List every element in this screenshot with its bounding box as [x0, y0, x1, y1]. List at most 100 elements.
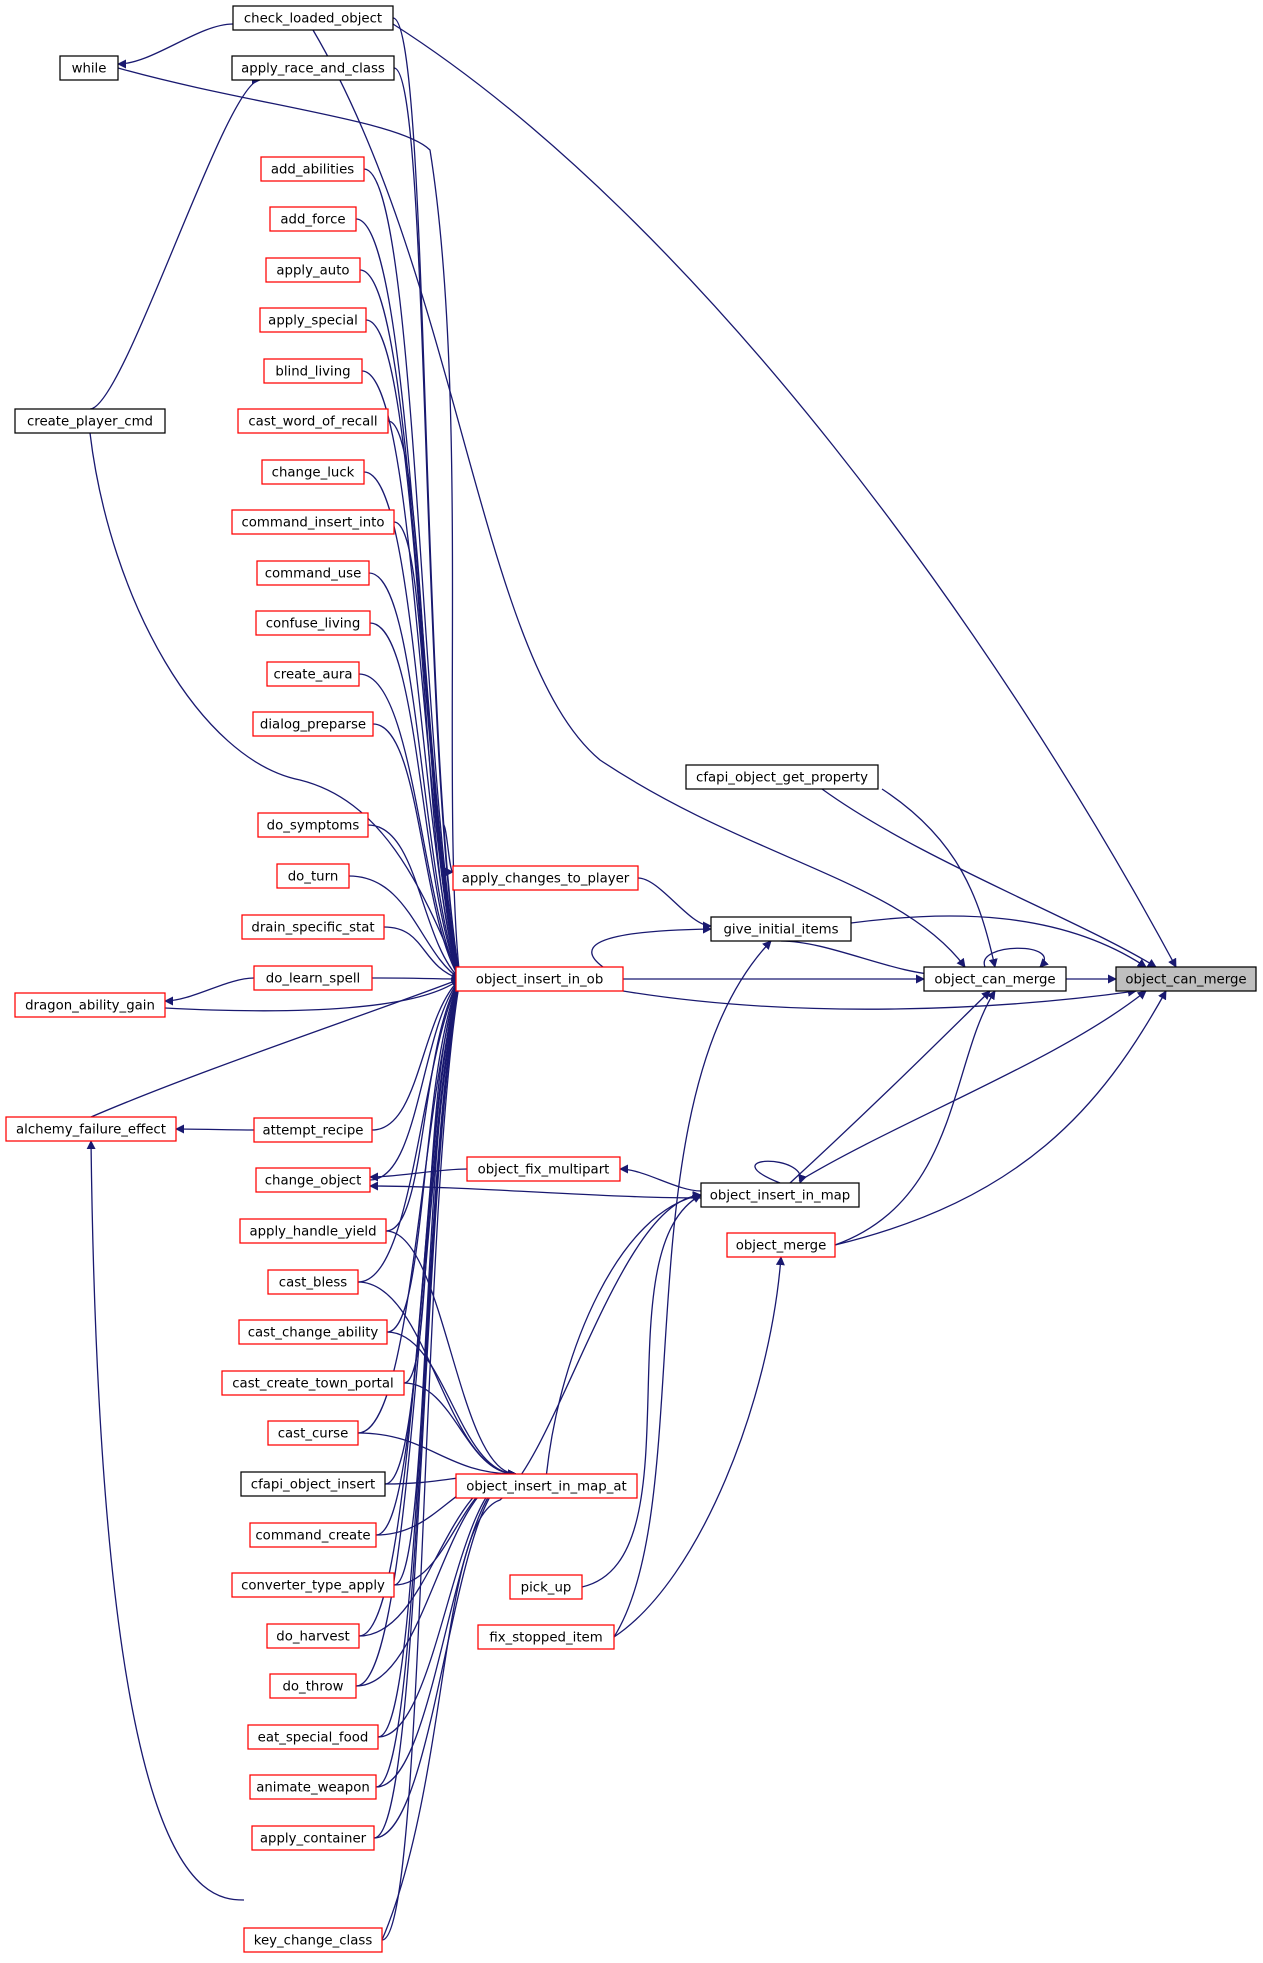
- edge-do_throw-to-object-insert-in-ob: [355, 978, 463, 1687]
- node-apply-handle-yield[interactable]: apply_handle_yield: [239, 1218, 387, 1244]
- node-do-turn[interactable]: do_turn: [276, 863, 350, 889]
- node-label: fix_stopped_item: [489, 1631, 602, 1646]
- edge-do_harvest-to-object-insert-in-ob: [358, 978, 463, 1637]
- node-create-aura[interactable]: create_aura: [266, 661, 360, 687]
- node-box: [255, 610, 371, 636]
- node-command-create[interactable]: command_create: [249, 1522, 377, 1548]
- node-give-initial-items[interactable]: give_initial_items: [710, 916, 852, 942]
- node-box: [509, 1574, 583, 1600]
- node-key-change-class[interactable]: key_change_class: [243, 1927, 383, 1953]
- node-object-can-merge-focus[interactable]: object_can_merge: [1115, 966, 1257, 992]
- node-label: create_aura: [273, 668, 352, 683]
- node-object-merge[interactable]: object_merge: [726, 1232, 836, 1258]
- node-while[interactable]: while: [59, 55, 119, 81]
- node-drain-specific-stat[interactable]: drain_specific_stat: [241, 914, 385, 940]
- node-apply-race-and-class[interactable]: apply_race_and_class: [231, 55, 395, 81]
- node-box: [251, 1825, 375, 1851]
- node-label: converter_type_apply: [241, 1579, 385, 1594]
- node-box: [253, 1117, 373, 1143]
- node-blind-living[interactable]: blind_living: [263, 358, 363, 384]
- node-cast-change-ability[interactable]: cast_change_ability: [238, 1319, 388, 1345]
- node-box: [265, 257, 361, 283]
- node-label: give_initial_items: [723, 923, 838, 938]
- node-box: [249, 1774, 377, 1800]
- node-box: [231, 55, 395, 81]
- node-cast-word-of-recall[interactable]: cast_word_of_recall: [237, 408, 389, 434]
- node-dragon-ability-gain[interactable]: dragon_ability_gain: [14, 992, 166, 1018]
- node-cast-create-town-portal[interactable]: cast_create_town_portal: [221, 1370, 405, 1396]
- edge-object-insert-in-map-at-to-object-insert-in-map: [545, 1192, 702, 1475]
- node-label: cfapi_object_insert: [251, 1478, 375, 1493]
- node-cfapi-object-insert[interactable]: cfapi_object_insert: [240, 1471, 386, 1497]
- node-label: object_can_merge: [934, 973, 1055, 988]
- node-cast-curse[interactable]: cast_curse: [267, 1420, 359, 1446]
- node-attempt-recipe[interactable]: attempt_recipe: [253, 1117, 373, 1143]
- node-box: [466, 1156, 621, 1182]
- node-object-insert-in-map[interactable]: object_insert_in_map: [700, 1182, 860, 1208]
- node-box: [455, 1473, 638, 1499]
- node-apply-changes-to-player[interactable]: apply_changes_to_player: [452, 865, 639, 891]
- node-confuse-living[interactable]: confuse_living: [255, 610, 371, 636]
- node-label: dialog_preparse: [260, 718, 366, 733]
- edge-cast_bless-to-object-insert-in-ob: [357, 978, 461, 1283]
- node-cfapi-object-get-property[interactable]: cfapi_object_get_property: [685, 764, 879, 790]
- node-add-force[interactable]: add_force: [269, 206, 357, 232]
- edge-command_use-to-object-insert-in-ob: [368, 572, 462, 980]
- node-do-harvest[interactable]: do_harvest: [266, 1623, 360, 1649]
- node-label: alchemy_failure_effect: [16, 1123, 166, 1138]
- node-label: apply_container: [260, 1832, 367, 1847]
- node-label: change_object: [265, 1174, 362, 1189]
- node-create-player-cmd[interactable]: create_player_cmd: [14, 408, 166, 434]
- node-label: object_merge: [736, 1239, 827, 1254]
- node-object-insert-in-map-at[interactable]: object_insert_in_map_at: [455, 1473, 638, 1499]
- node-dialog-preparse[interactable]: dialog_preparse: [252, 711, 374, 737]
- edge-while-to-object-can-merge: [312, 29, 966, 968]
- node-box: [726, 1232, 836, 1258]
- edge-fix-stopped-item-to-object-merge: [613, 1256, 785, 1638]
- node-alchemy-failure-effect[interactable]: alchemy_failure_effect: [5, 1116, 177, 1142]
- node-label: create_player_cmd: [27, 415, 153, 430]
- node-add-abilities[interactable]: add_abilities: [260, 156, 365, 182]
- node-command-insert-into[interactable]: command_insert_into: [231, 509, 395, 535]
- edge-object-insert-in-map-to-change-object: [369, 1181, 702, 1199]
- node-box: [232, 5, 394, 31]
- node-do-learn-spell[interactable]: do_learn_spell: [253, 965, 373, 991]
- edge-dialog_preparse-to-object-insert-in-ob: [372, 723, 461, 980]
- node-do-throw[interactable]: do_throw: [269, 1673, 357, 1699]
- edge-object-merge-to-focus: [834, 990, 1167, 1246]
- node-pick-up[interactable]: pick_up: [509, 1574, 583, 1600]
- node-label: eat_special_food: [258, 1731, 369, 1746]
- node-apply-container[interactable]: apply_container: [251, 1825, 375, 1851]
- node-animate-weapon[interactable]: animate_weapon: [249, 1774, 377, 1800]
- node-cast-bless[interactable]: cast_bless: [267, 1269, 359, 1295]
- edge-check-loaded-object-to-while: [117, 23, 234, 69]
- node-label: key_change_class: [254, 1934, 373, 1949]
- edge-cast_change_ability-to-object-insert-in-map-at: [386, 1331, 517, 1479]
- node-command-use[interactable]: command_use: [256, 560, 370, 586]
- node-object-can-merge-mid[interactable]: object_can_merge: [923, 966, 1067, 992]
- node-check-loaded-object[interactable]: check_loaded_object: [232, 5, 394, 31]
- node-converter-type-apply[interactable]: converter_type_apply: [231, 1572, 395, 1598]
- node-change-luck[interactable]: change_luck: [261, 459, 365, 485]
- node-box: [5, 1116, 177, 1142]
- node-eat-special-food[interactable]: eat_special_food: [247, 1724, 379, 1750]
- node-box: [1115, 966, 1257, 992]
- node-object-fix-multipart[interactable]: object_fix_multipart: [466, 1156, 621, 1182]
- node-box: [231, 509, 395, 535]
- node-object-insert-in-ob[interactable]: object_insert_in_ob: [455, 966, 624, 992]
- node-do-symptoms[interactable]: do_symptoms: [257, 812, 369, 838]
- node-apply-special[interactable]: apply_special: [259, 307, 367, 333]
- node-apply-auto[interactable]: apply_auto: [265, 257, 361, 283]
- node-label: apply_special: [268, 314, 358, 329]
- node-box: [260, 156, 365, 182]
- node-label: object_fix_multipart: [478, 1163, 610, 1178]
- node-fix-stopped-item[interactable]: fix_stopped_item: [477, 1624, 615, 1650]
- node-box: [455, 966, 624, 992]
- edge-add_abilities-to-object-insert-in-ob: [363, 168, 463, 980]
- edge-attempt_recipe-to-object-insert-in-ob: [371, 978, 461, 1131]
- node-change-object[interactable]: change_object: [255, 1167, 371, 1193]
- node-label: check_loaded_object: [244, 12, 382, 27]
- node-box: [261, 459, 365, 485]
- edge-drain_specific_stat-to-object-insert-in-ob: [383, 926, 461, 981]
